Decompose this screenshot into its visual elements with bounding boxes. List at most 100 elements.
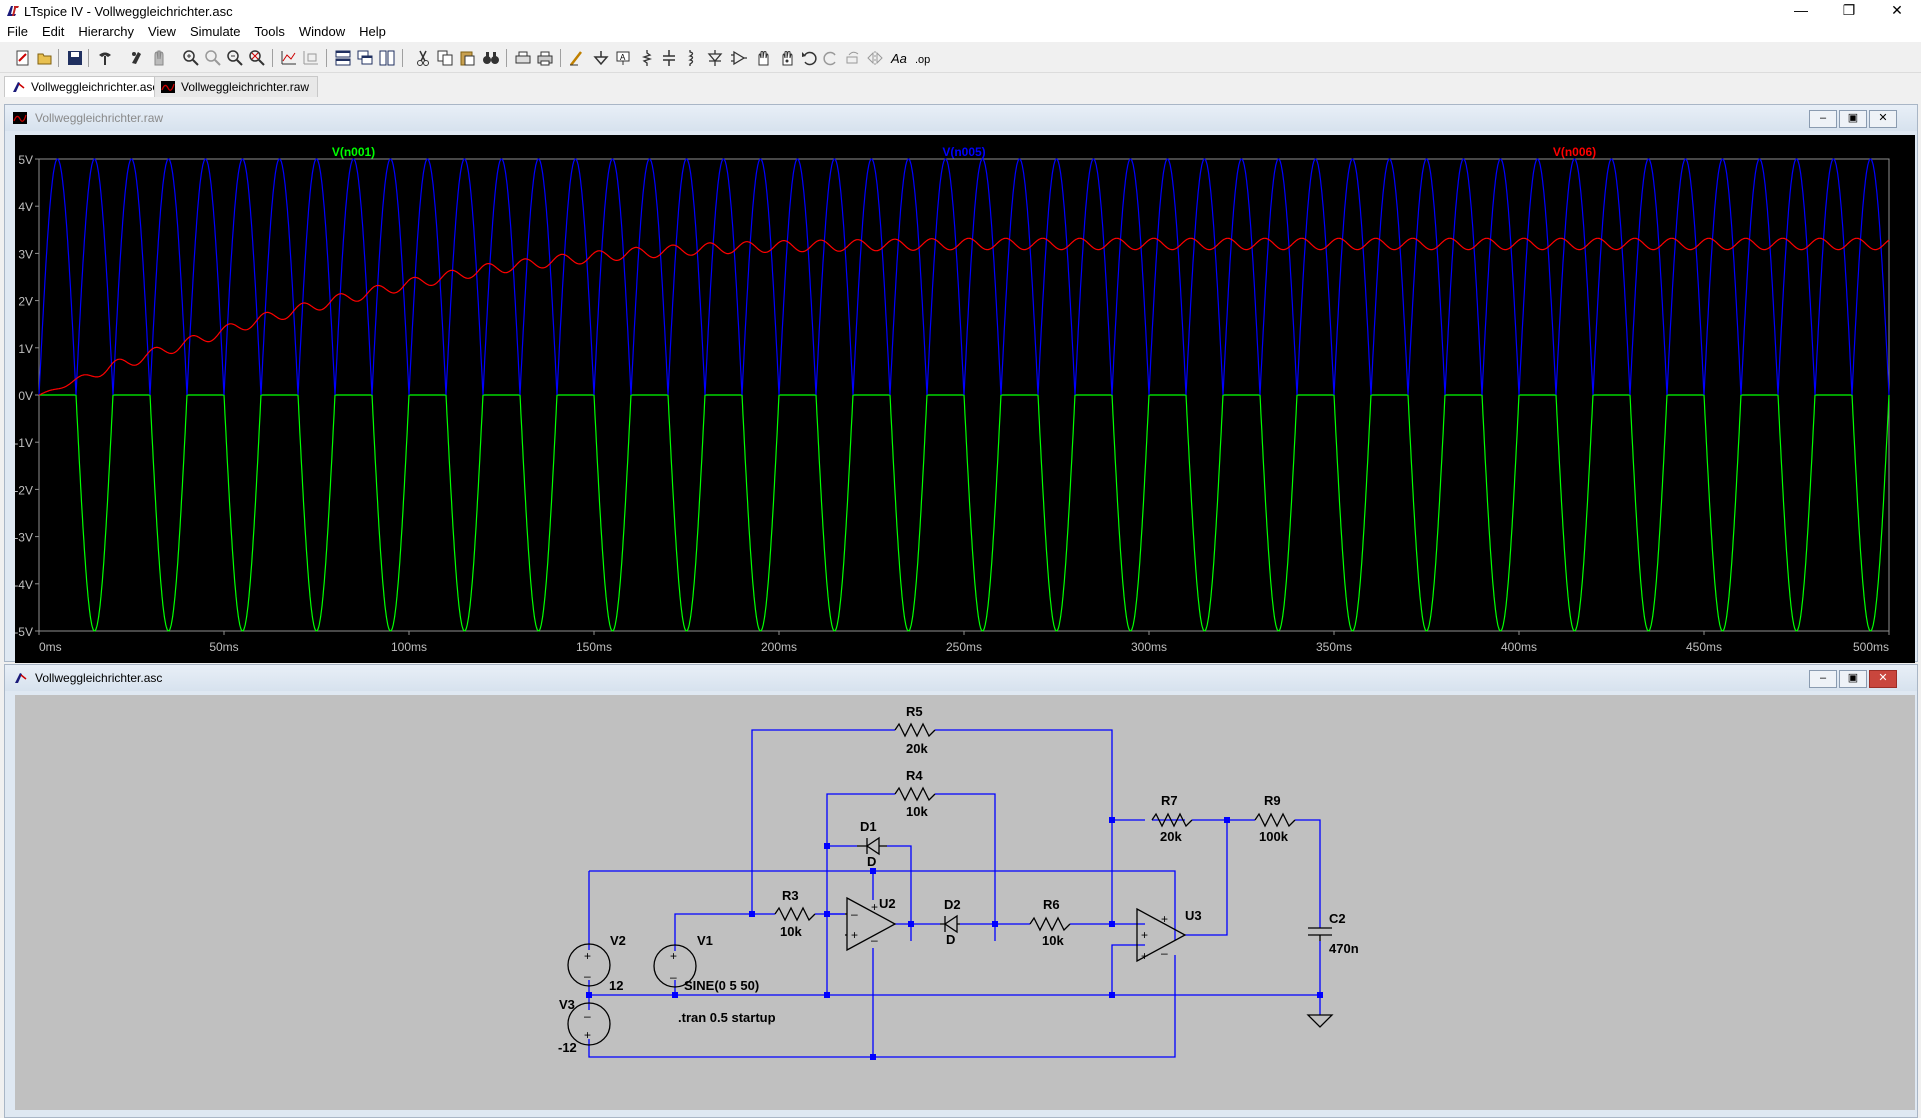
svg-text:+: +	[871, 900, 878, 914]
schematic-minimize-button[interactable]: –	[1809, 670, 1837, 688]
menu-file[interactable]: File	[7, 24, 28, 39]
schematic-close-button[interactable]: ✕	[1869, 670, 1897, 688]
schematic-maximize-button[interactable]: ▣	[1839, 670, 1867, 688]
print-icon[interactable]	[536, 49, 554, 67]
paste-icon[interactable]	[458, 49, 476, 67]
open-icon[interactable]	[36, 49, 54, 67]
waveform-chart[interactable]: V(n001)V(n005)V(n006) 5V4V3V2V1V0V-1V-2V…	[14, 135, 1915, 663]
schematic-window-titlebar[interactable]: Vollweggleichrichter.asc – ▣ ✕	[5, 665, 1917, 691]
undo-icon[interactable]	[800, 49, 818, 67]
schematic-icon	[15, 673, 27, 683]
ground-icon[interactable]	[592, 49, 610, 67]
find-icon[interactable]	[482, 49, 500, 67]
toolbar-separator	[560, 49, 561, 67]
svg-text:–: –	[584, 969, 591, 983]
y-tick-label: 3V	[18, 247, 33, 261]
spice-directive-icon[interactable]: .op	[914, 49, 932, 67]
menu-edit[interactable]: Edit	[41, 24, 65, 39]
minimize-button[interactable]: —	[1778, 0, 1824, 22]
mark-unused-icon[interactable]	[302, 49, 320, 67]
close-button[interactable]: ✕	[1874, 0, 1920, 22]
opamp-u3[interactable]	[1136, 907, 1187, 963]
menu-hierarchy[interactable]: Hierarchy	[78, 24, 134, 39]
resistor-r7[interactable]	[1151, 812, 1193, 828]
run-icon[interactable]	[128, 49, 146, 67]
drag-icon[interactable]	[778, 49, 796, 67]
zoom-in-icon[interactable]	[182, 49, 200, 67]
capacitor-c2[interactable]	[1308, 927, 1332, 941]
copy-icon[interactable]	[436, 49, 454, 67]
zoom-out-icon[interactable]	[226, 49, 244, 67]
mirror-icon[interactable]	[866, 49, 884, 67]
tile-vertical-icon[interactable]	[378, 49, 396, 67]
x-tick-label: 200ms	[761, 640, 797, 654]
tab-waveform[interactable]: Vollweggleichrichter.raw	[154, 76, 319, 97]
schematic-drawing[interactable]: +– +– –+ –+ ++ +– +– R5 20k R4 10k D1 D …	[15, 695, 1915, 1110]
opamp-u2[interactable]	[845, 896, 897, 952]
cascade-icon[interactable]	[356, 49, 374, 67]
place-component-icon[interactable]	[730, 49, 748, 67]
redo-icon[interactable]	[822, 49, 840, 67]
rotate-icon[interactable]	[844, 49, 862, 67]
waveform-window[interactable]: Vollweggleichrichter.raw – ▣ ✕ V(n001)V(…	[4, 104, 1918, 663]
cut-icon[interactable]	[414, 49, 432, 67]
tab-waveform-label: Vollweggleichrichter.raw	[181, 80, 310, 94]
move-icon[interactable]	[754, 49, 772, 67]
menu-help[interactable]: Help	[359, 24, 386, 39]
trace-vn005[interactable]	[38, 158, 1890, 396]
place-diode-icon[interactable]	[706, 49, 724, 67]
resistor-r6[interactable]	[1029, 916, 1071, 932]
halt-icon[interactable]	[150, 49, 168, 67]
zoom-fit-icon[interactable]	[248, 49, 266, 67]
menu-window[interactable]: Window	[298, 24, 346, 39]
minimize-icon: –	[1819, 672, 1827, 684]
label-v3-value: -12	[558, 1040, 577, 1055]
draw-wire-icon[interactable]	[568, 49, 586, 67]
voltage-source-v1[interactable]	[653, 944, 697, 988]
control-panel-icon[interactable]	[96, 49, 114, 67]
tile-horizontal-icon[interactable]	[334, 49, 352, 67]
trace-vn001[interactable]	[39, 394, 1890, 632]
place-inductor-icon[interactable]	[682, 49, 700, 67]
place-capacitor-icon[interactable]	[660, 49, 678, 67]
print-setup-icon[interactable]	[514, 49, 532, 67]
schematic-window[interactable]: Vollweggleichrichter.asc – ▣ ✕	[4, 664, 1918, 1118]
diode-d2[interactable]	[940, 914, 960, 934]
trace-vn006[interactable]	[38, 237, 1890, 396]
y-tick-label: 1V	[18, 342, 33, 356]
resistor-r9[interactable]	[1254, 812, 1296, 828]
legend-vn006[interactable]: V(n006)	[1553, 145, 1596, 159]
new-schematic-icon[interactable]	[14, 49, 32, 67]
menu-simulate[interactable]: Simulate	[189, 24, 241, 39]
voltage-source-v2[interactable]	[567, 943, 611, 987]
schematic-canvas[interactable]: +– +– –+ –+ ++ +– +– R5 20k R4 10k D1 D …	[15, 695, 1915, 1110]
legend-vn001[interactable]: V(n001)	[332, 145, 375, 159]
restore-button[interactable]: ❐	[1826, 0, 1872, 22]
waveform-maximize-button[interactable]: ▣	[1839, 110, 1867, 128]
tab-schematic[interactable]: Vollweggleichrichter.asc	[4, 76, 168, 97]
text-icon[interactable]: Aa	[890, 49, 908, 67]
legend-vn005[interactable]: V(n005)	[942, 145, 985, 159]
resistor-r3[interactable]	[774, 906, 816, 922]
save-icon[interactable]	[66, 49, 84, 67]
diode-d1[interactable]	[857, 836, 887, 856]
close-icon: ✕	[1878, 672, 1888, 684]
svg-text:–: –	[871, 933, 878, 947]
resistor-r5[interactable]	[894, 722, 936, 738]
label-net-icon[interactable]: A	[614, 49, 632, 67]
zoom-pan-icon[interactable]	[204, 49, 222, 67]
resistor-r4[interactable]	[894, 786, 936, 802]
waveform-close-button[interactable]: ✕	[1869, 110, 1897, 128]
place-resistor-icon[interactable]	[638, 49, 656, 67]
menu-bar: File Edit Hierarchy View Simulate Tools Window…	[0, 22, 1921, 42]
menu-tools[interactable]: Tools	[254, 24, 285, 39]
label-c2-value: 470n	[1329, 941, 1359, 956]
waveform-window-titlebar[interactable]: Vollweggleichrichter.raw – ▣ ✕	[5, 105, 1917, 131]
autorange-icon[interactable]	[280, 49, 298, 67]
menu-view[interactable]: View	[147, 24, 176, 39]
schematic-window-title: Vollweggleichrichter.asc	[35, 671, 163, 685]
waveform-minimize-button[interactable]: –	[1809, 110, 1837, 128]
svg-text:+: +	[670, 949, 677, 963]
chart-legend: V(n001) V(n005) V(n006)	[332, 145, 1596, 159]
